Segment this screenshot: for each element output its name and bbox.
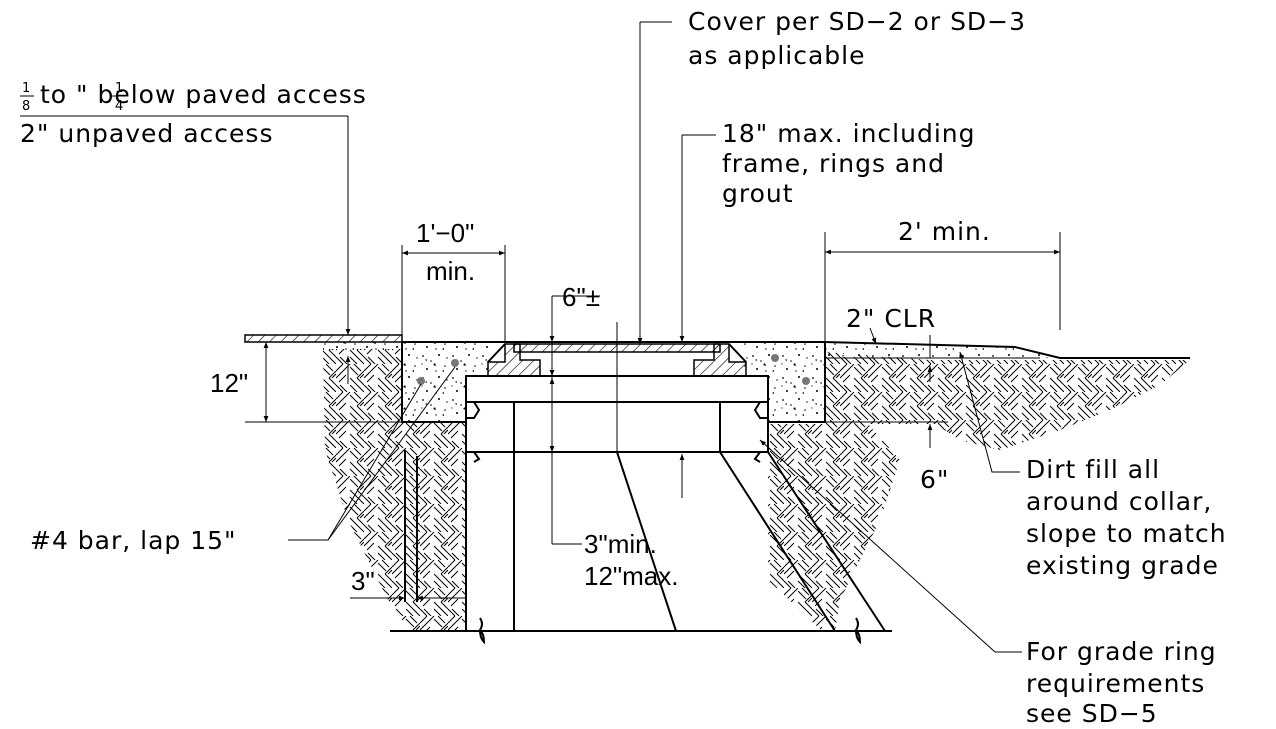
rebar-dot-2	[451, 359, 459, 367]
concrete-collar-left	[402, 342, 488, 422]
dirt-line3: slope to match	[1026, 519, 1227, 548]
min-max-line2: 12"max.	[584, 561, 679, 591]
frac-1-a: 1	[22, 81, 30, 96]
min-max-line1: 3"min.	[584, 529, 657, 559]
ring-joint-right-2	[753, 451, 768, 463]
break-symbol-left	[478, 617, 486, 645]
cone-right-wall	[719, 451, 886, 632]
grade-leader	[759, 439, 1022, 653]
grade-line3: see SD−5	[1026, 699, 1158, 728]
ring-joint-left-2	[466, 451, 481, 463]
twelve-in-label: 12"	[210, 368, 248, 398]
top-grade-line	[402, 341, 1190, 359]
dim-clr-leader	[869, 327, 877, 345]
dirt-leader	[959, 351, 1020, 473]
cone-left-wall	[465, 452, 515, 631]
dirt-line4: existing grade	[1026, 551, 1219, 580]
frac-4: 4	[115, 99, 123, 114]
soil-right-lower	[768, 424, 900, 631]
dirt-line2: around collar,	[1026, 487, 1212, 516]
paved-surface-hatch	[244, 334, 403, 343]
frac-1-b: 1	[115, 81, 123, 96]
ring-joint-right-1	[753, 401, 768, 419]
three-in-label: 3"	[351, 566, 375, 596]
concrete-slope-right	[825, 342, 1060, 358]
one-ft-label-line2: min.	[426, 256, 475, 286]
max18-line1: 18" max. including	[722, 119, 975, 148]
frac-8: 8	[22, 99, 30, 114]
rebar-dot-4	[802, 377, 810, 385]
two-clr-label: 2" CLR	[846, 304, 936, 333]
concrete-collar-right	[744, 342, 825, 422]
unpaved-label: 2" unpaved access	[20, 119, 273, 148]
frame-chamfer-left	[487, 343, 506, 363]
soil-right	[825, 352, 1190, 450]
soil-left	[323, 349, 466, 631]
frame-chamfer-right	[728, 343, 747, 363]
six-in-label: 6"	[920, 465, 949, 494]
cover-label-line2: as applicable	[688, 41, 866, 70]
dirt-line1: Dirt fill all	[1026, 455, 1160, 484]
bar-leader-2	[327, 383, 422, 541]
cone-inner-line	[616, 451, 677, 632]
rebar-dot-1	[417, 377, 425, 385]
two-ft-min-label: 2' min.	[898, 217, 991, 246]
cover-label-line1: Cover per SD−2 or SD−3	[688, 7, 1026, 36]
concrete-shoulder-left	[323, 342, 402, 352]
max18-line3: grout	[722, 179, 794, 208]
grade-line2: requirements	[1026, 669, 1205, 698]
six-pm-label: 6"±	[562, 282, 600, 312]
paved-access-note: 1 8 to " below paved access 1 4	[20, 80, 367, 114]
one-ft-label-line1: 1'−0"	[416, 218, 474, 248]
grade-line1: For grade ring	[1026, 637, 1217, 666]
ring-joint-left-1	[466, 401, 481, 419]
max18-line2: frame, rings and	[722, 149, 945, 178]
bar-note-label: #4 bar, lap 15"	[30, 526, 237, 555]
rebar-dot-3	[771, 354, 779, 362]
paved-label: to " below paved access	[40, 80, 367, 109]
break-symbol-right	[854, 617, 862, 645]
